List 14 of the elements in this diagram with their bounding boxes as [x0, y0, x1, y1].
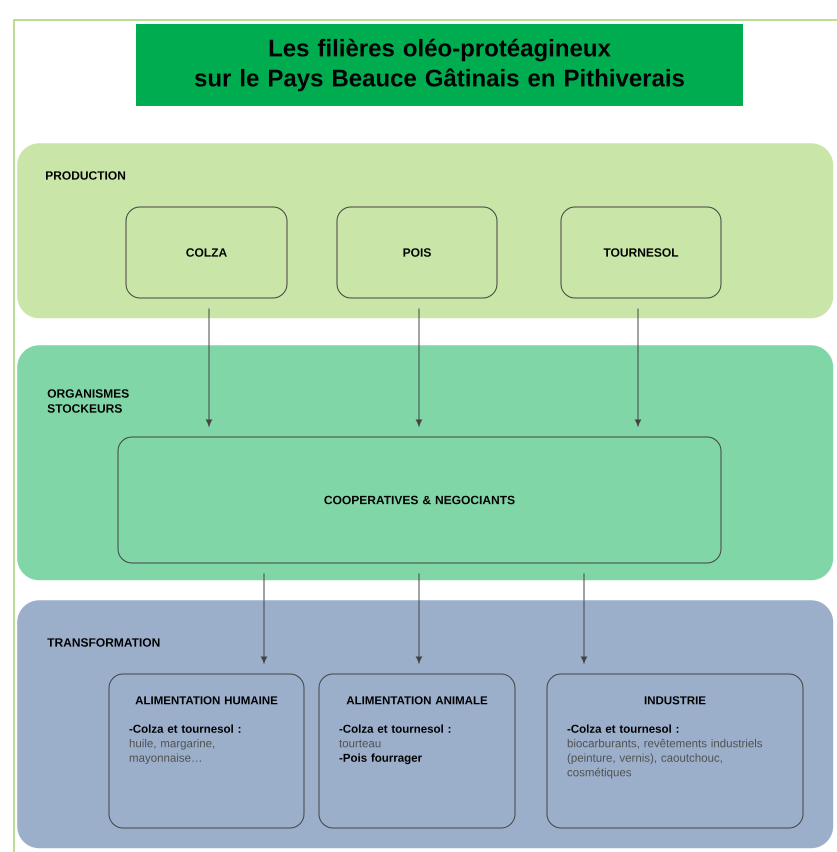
process-box: INDUSTRIE -Colza et tournesol : biocarburants, revêtements industriels (peinture, vernis), caoutchouc, cosmétiques: [546, 674, 804, 828]
process-box: ALIMENTATION HUMAINE -Colza et tournesol : huile, margarine, mayonnaise…: [108, 674, 304, 828]
process-box: COOPERATIVES & NEGOCIANTS: [118, 436, 722, 564]
title-banner: Les filières oléo-protéagineux sur le Pays Beauce Gâtinais en Pithiverais: [136, 24, 743, 106]
arrow: [206, 308, 212, 426]
arrow: [260, 573, 268, 664]
process-box: ALIMENTATION ANIMALE -Colza et tournesol : tourteau -Pois fourrager: [318, 674, 516, 828]
arrow: [416, 573, 422, 664]
process-box: POIS: [336, 206, 498, 298]
arrow: [580, 573, 588, 664]
arrow: [634, 308, 642, 426]
process-box: COLZA: [126, 206, 288, 298]
arrow: [416, 308, 422, 426]
process-box: TOURNESOL: [560, 206, 722, 298]
